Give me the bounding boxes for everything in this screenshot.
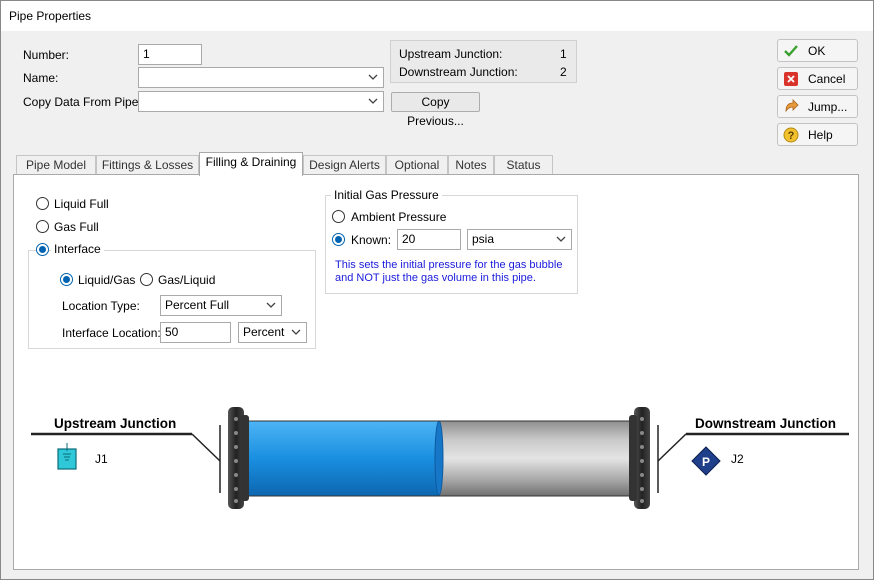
pipe-diagram: P: [31, 407, 849, 509]
chevron-down-icon: [266, 302, 276, 308]
checkmark-icon: [784, 45, 798, 57]
known-pressure-input[interactable]: 20: [397, 229, 461, 250]
ok-label: OK: [808, 44, 826, 58]
gas-liquid-label: Gas/Liquid: [158, 273, 216, 287]
right-flange-icon: [629, 407, 650, 509]
ok-button[interactable]: OK: [777, 39, 858, 62]
gas-pressure-note-line2: and NOT just the gas volume in this pipe…: [335, 272, 536, 284]
tab-notes[interactable]: Notes: [448, 155, 494, 175]
copy-data-label: Copy Data From Pipe...: [23, 95, 149, 109]
pressure-unit-select[interactable]: psia: [467, 229, 572, 250]
downstream-junction-value: 2: [560, 65, 567, 79]
filling-draining-panel: Liquid Full Gas Full Interface Liquid/Ga…: [13, 174, 859, 570]
tab-fittings-losses[interactable]: Fittings & Losses: [96, 155, 199, 175]
number-input[interactable]: 1: [138, 44, 202, 65]
downstream-bracket-line: [657, 433, 687, 462]
tab-filling-draining[interactable]: Filling & Draining: [199, 152, 303, 176]
location-type-label: Location Type:: [62, 299, 140, 313]
tab-design-alerts[interactable]: Design Alerts: [303, 155, 386, 175]
upstream-bracket-line: [191, 433, 221, 462]
jump-label: Jump...: [808, 100, 848, 114]
chevron-down-icon: [556, 236, 566, 242]
interface-location-unit-select[interactable]: Percent: [238, 322, 307, 343]
downstream-junction-label: Downstream Junction:: [399, 65, 518, 79]
name-combo[interactable]: [138, 67, 384, 88]
liquid-gas-radio[interactable]: [60, 273, 73, 286]
window-title: Pipe Properties: [9, 9, 92, 23]
copy-data-combo[interactable]: [138, 91, 384, 112]
liquid-full-radio[interactable]: [36, 197, 49, 210]
pump-symbol: P: [702, 455, 710, 469]
tab-pipe-model[interactable]: Pipe Model: [16, 155, 96, 175]
interface-radio[interactable]: [36, 243, 49, 256]
cancel-label: Cancel: [808, 72, 846, 86]
help-icon: ?: [783, 127, 799, 143]
interface-group: [28, 250, 316, 349]
title-bar: Pipe Properties: [1, 1, 873, 31]
location-type-value: Percent Full: [165, 298, 230, 312]
interface-location-input[interactable]: 50: [160, 322, 231, 343]
known-pressure-label: Known:: [351, 233, 392, 247]
liquid-gas-interface: [434, 420, 444, 496]
tab-status[interactable]: Status: [494, 155, 553, 175]
svg-text:?: ?: [788, 130, 795, 142]
copy-previous-button[interactable]: Copy Previous...: [391, 92, 480, 128]
help-button[interactable]: ? Help: [777, 123, 858, 146]
gas-full-label: Gas Full: [54, 220, 99, 234]
chevron-down-icon: [368, 98, 378, 104]
gas-pressure-note-line1: This sets the initial pressure for the g…: [335, 259, 563, 271]
gas-liquid-radio[interactable]: [140, 273, 153, 286]
jump-button[interactable]: Jump...: [777, 95, 858, 118]
jump-arrow-icon: [785, 99, 799, 113]
interface-location-label: Interface Location:: [62, 326, 161, 340]
liquid-full-label: Liquid Full: [54, 197, 109, 211]
chevron-down-icon: [368, 74, 378, 80]
ambient-pressure-label: Ambient Pressure: [351, 210, 447, 224]
ambient-pressure-radio[interactable]: [332, 210, 345, 223]
interface-location-unit: Percent: [243, 325, 285, 339]
cancel-button[interactable]: Cancel: [777, 67, 858, 90]
upstream-junction-title: Upstream Junction: [54, 416, 177, 431]
pump-icon: P: [691, 446, 721, 476]
tab-optional[interactable]: Optional: [386, 155, 448, 175]
liquid-gas-label: Liquid/Gas: [78, 273, 136, 287]
gas-section: [439, 421, 634, 496]
number-label: Number:: [23, 48, 70, 62]
downstream-junction-id: J2: [731, 452, 744, 466]
left-flange-icon: [228, 407, 249, 509]
pressure-unit: psia: [472, 232, 495, 246]
downstream-junction-title: Downstream Junction: [695, 416, 837, 431]
name-label: Name:: [23, 71, 59, 85]
upstream-junction-id: J1: [95, 452, 108, 466]
help-label: Help: [808, 128, 833, 142]
known-pressure-radio[interactable]: [332, 233, 345, 246]
liquid-section: [244, 421, 439, 496]
close-icon: [784, 72, 798, 86]
junction-info-box: Upstream Junction: 1 Downstream Junction…: [390, 40, 577, 83]
reservoir-icon: [57, 443, 77, 470]
gas-full-radio[interactable]: [36, 220, 49, 233]
interface-label: Interface: [51, 242, 104, 256]
upstream-junction-value: 1: [560, 47, 567, 61]
location-type-select[interactable]: Percent Full: [160, 295, 282, 316]
upstream-junction-label: Upstream Junction:: [399, 47, 503, 61]
chevron-down-icon: [291, 329, 301, 335]
initial-gas-pressure-group: [325, 195, 578, 294]
initial-gas-pressure-title: Initial Gas Pressure: [331, 188, 442, 202]
